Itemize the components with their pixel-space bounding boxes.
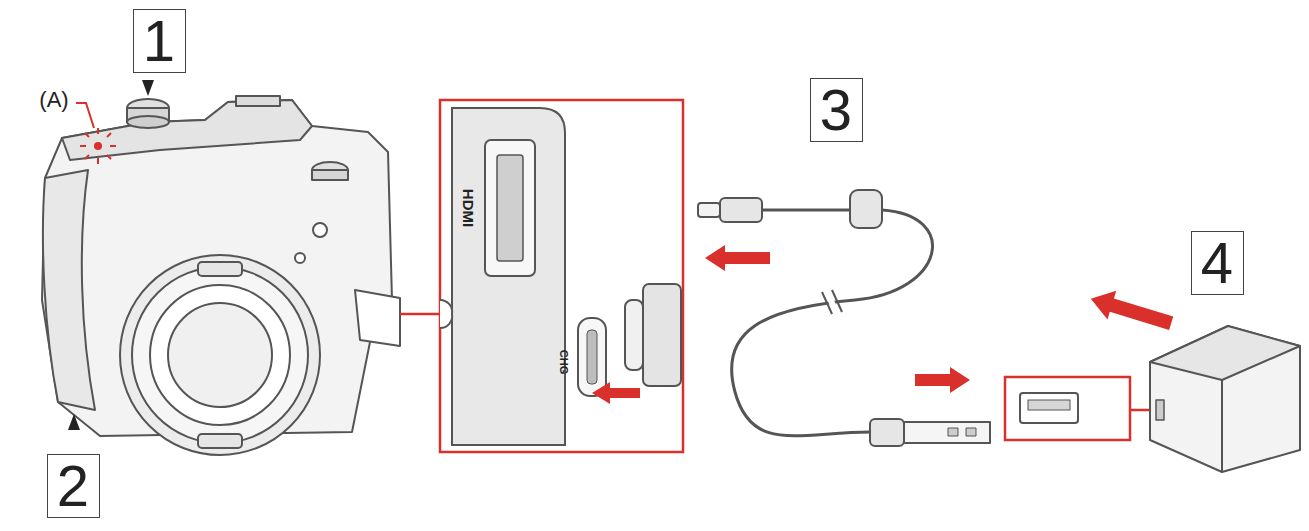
usb-cable (948, 428, 958, 436)
insert-arrow (705, 245, 770, 271)
charging-lamp (76, 103, 116, 164)
insert-arrow (705, 245, 770, 271)
port-closeup (485, 140, 535, 276)
port-closeup (497, 155, 523, 261)
plug-in-arrow (1086, 284, 1175, 337)
port-name: CHG (558, 350, 569, 374)
usb-cable (904, 422, 990, 443)
ac-adapter (1221, 380, 1223, 472)
camera (236, 96, 280, 106)
pointer (68, 414, 80, 430)
callout-number: 4 (1201, 234, 1233, 292)
callout-box: 1 (133, 9, 186, 73)
charging-lamp (110, 145, 116, 147)
ac-adapter (1156, 400, 1164, 420)
camera (132, 267, 308, 443)
camera (168, 303, 272, 407)
callout-box: 4 (1191, 231, 1244, 295)
charging-lamp (107, 133, 111, 137)
pointer (142, 80, 154, 96)
pointer (68, 80, 154, 430)
insert-arrow (915, 367, 970, 393)
camera (198, 434, 242, 448)
usb-cable (832, 290, 842, 312)
usb-cable (870, 419, 904, 446)
callout-number: 1 (143, 12, 175, 70)
camera (150, 285, 290, 425)
port-closeup (592, 382, 640, 404)
callout-box: 3 (810, 78, 863, 142)
charging-lamp (80, 145, 86, 147)
port-closeup (643, 284, 681, 386)
port-name: HDMI (461, 189, 476, 227)
camera (355, 290, 400, 346)
closeup-leader (400, 313, 440, 316)
port-closeup (440, 100, 683, 452)
socket-closeup (1005, 377, 1130, 440)
port-closeup (625, 300, 643, 370)
charging-lamp (97, 158, 99, 164)
port-closeup (440, 100, 683, 452)
charging-lamp (85, 155, 89, 159)
usb-cable (732, 210, 933, 436)
socket-closeup (1028, 400, 1070, 410)
camera (295, 253, 305, 263)
port-closeup (452, 108, 565, 445)
camera (127, 116, 169, 128)
callout-box: 2 (47, 454, 100, 518)
usb-cable (720, 198, 762, 222)
port-closeup (578, 318, 606, 396)
ac-adapter (1150, 326, 1300, 472)
camera (62, 100, 312, 160)
socket-closeup (1020, 393, 1078, 423)
charging-lamp (85, 133, 89, 137)
socket-closeup (1005, 377, 1154, 440)
camera (313, 223, 327, 237)
callout-number: 3 (820, 81, 852, 139)
charging-lamp (76, 103, 94, 128)
charging-lamp (94, 142, 102, 150)
usb-cable (850, 190, 882, 228)
usb-cable (760, 209, 852, 212)
camera (120, 255, 320, 455)
usb-cable (698, 190, 990, 446)
usb-cable (966, 428, 976, 436)
callout-number: 2 (57, 457, 89, 515)
usb-cable (698, 203, 720, 217)
charging-lamp (107, 155, 111, 159)
closeup-leader (400, 313, 440, 316)
port-closeup (587, 330, 597, 384)
port-closeup (440, 300, 452, 328)
camera (198, 262, 242, 276)
charging-lamp (97, 128, 99, 134)
insert-arrow (915, 367, 970, 393)
plug-in-arrow (1086, 284, 1175, 337)
callout-letter: (A) (39, 89, 68, 111)
usb-cable (822, 292, 832, 314)
ac-adapter (1150, 326, 1300, 380)
ac-adapter (1150, 326, 1300, 472)
camera (42, 96, 400, 455)
camera (312, 170, 348, 180)
camera (42, 100, 392, 436)
camera (43, 170, 95, 410)
